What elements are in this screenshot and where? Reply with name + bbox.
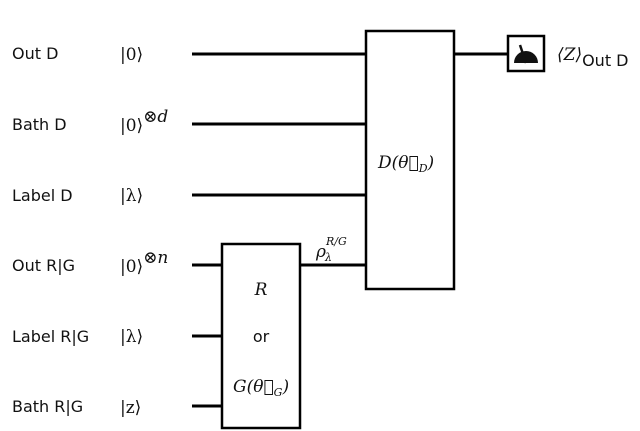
generator-gate [220, 242, 302, 430]
generator-label: G(θ⃗G) [233, 377, 289, 399]
intermediate-state-label: ρλR/G [315, 235, 347, 264]
state-out-d: |0⟩ [120, 45, 143, 65]
or-label: or [253, 327, 270, 346]
row-label-bath-d: Bath D [12, 115, 67, 134]
row-label-out-rg: Out R|G [12, 256, 75, 275]
real-label: R [254, 280, 268, 300]
row-label-label-d: Label D [12, 186, 73, 205]
state-label-rg: |λ⟩ [120, 327, 143, 347]
discriminator-gate [364, 29, 456, 291]
state-bath-d: |0⟩⊗d [120, 107, 168, 136]
measurement-label: ⟨Z⟩Out D [557, 45, 629, 70]
discriminator-label: D(θ⃗D) [377, 153, 434, 175]
row-label-label-rg: Label R|G [12, 327, 89, 346]
state-bath-rg: |z⟩ [120, 398, 141, 418]
state-out-rg: |0⟩⊗n [120, 248, 168, 277]
row-label-bath-rg: Bath R|G [12, 397, 83, 416]
state-label-d: |λ⟩ [120, 186, 143, 206]
row-label-out-d: Out D [12, 44, 58, 63]
measurement-meter-icon [506, 34, 546, 73]
